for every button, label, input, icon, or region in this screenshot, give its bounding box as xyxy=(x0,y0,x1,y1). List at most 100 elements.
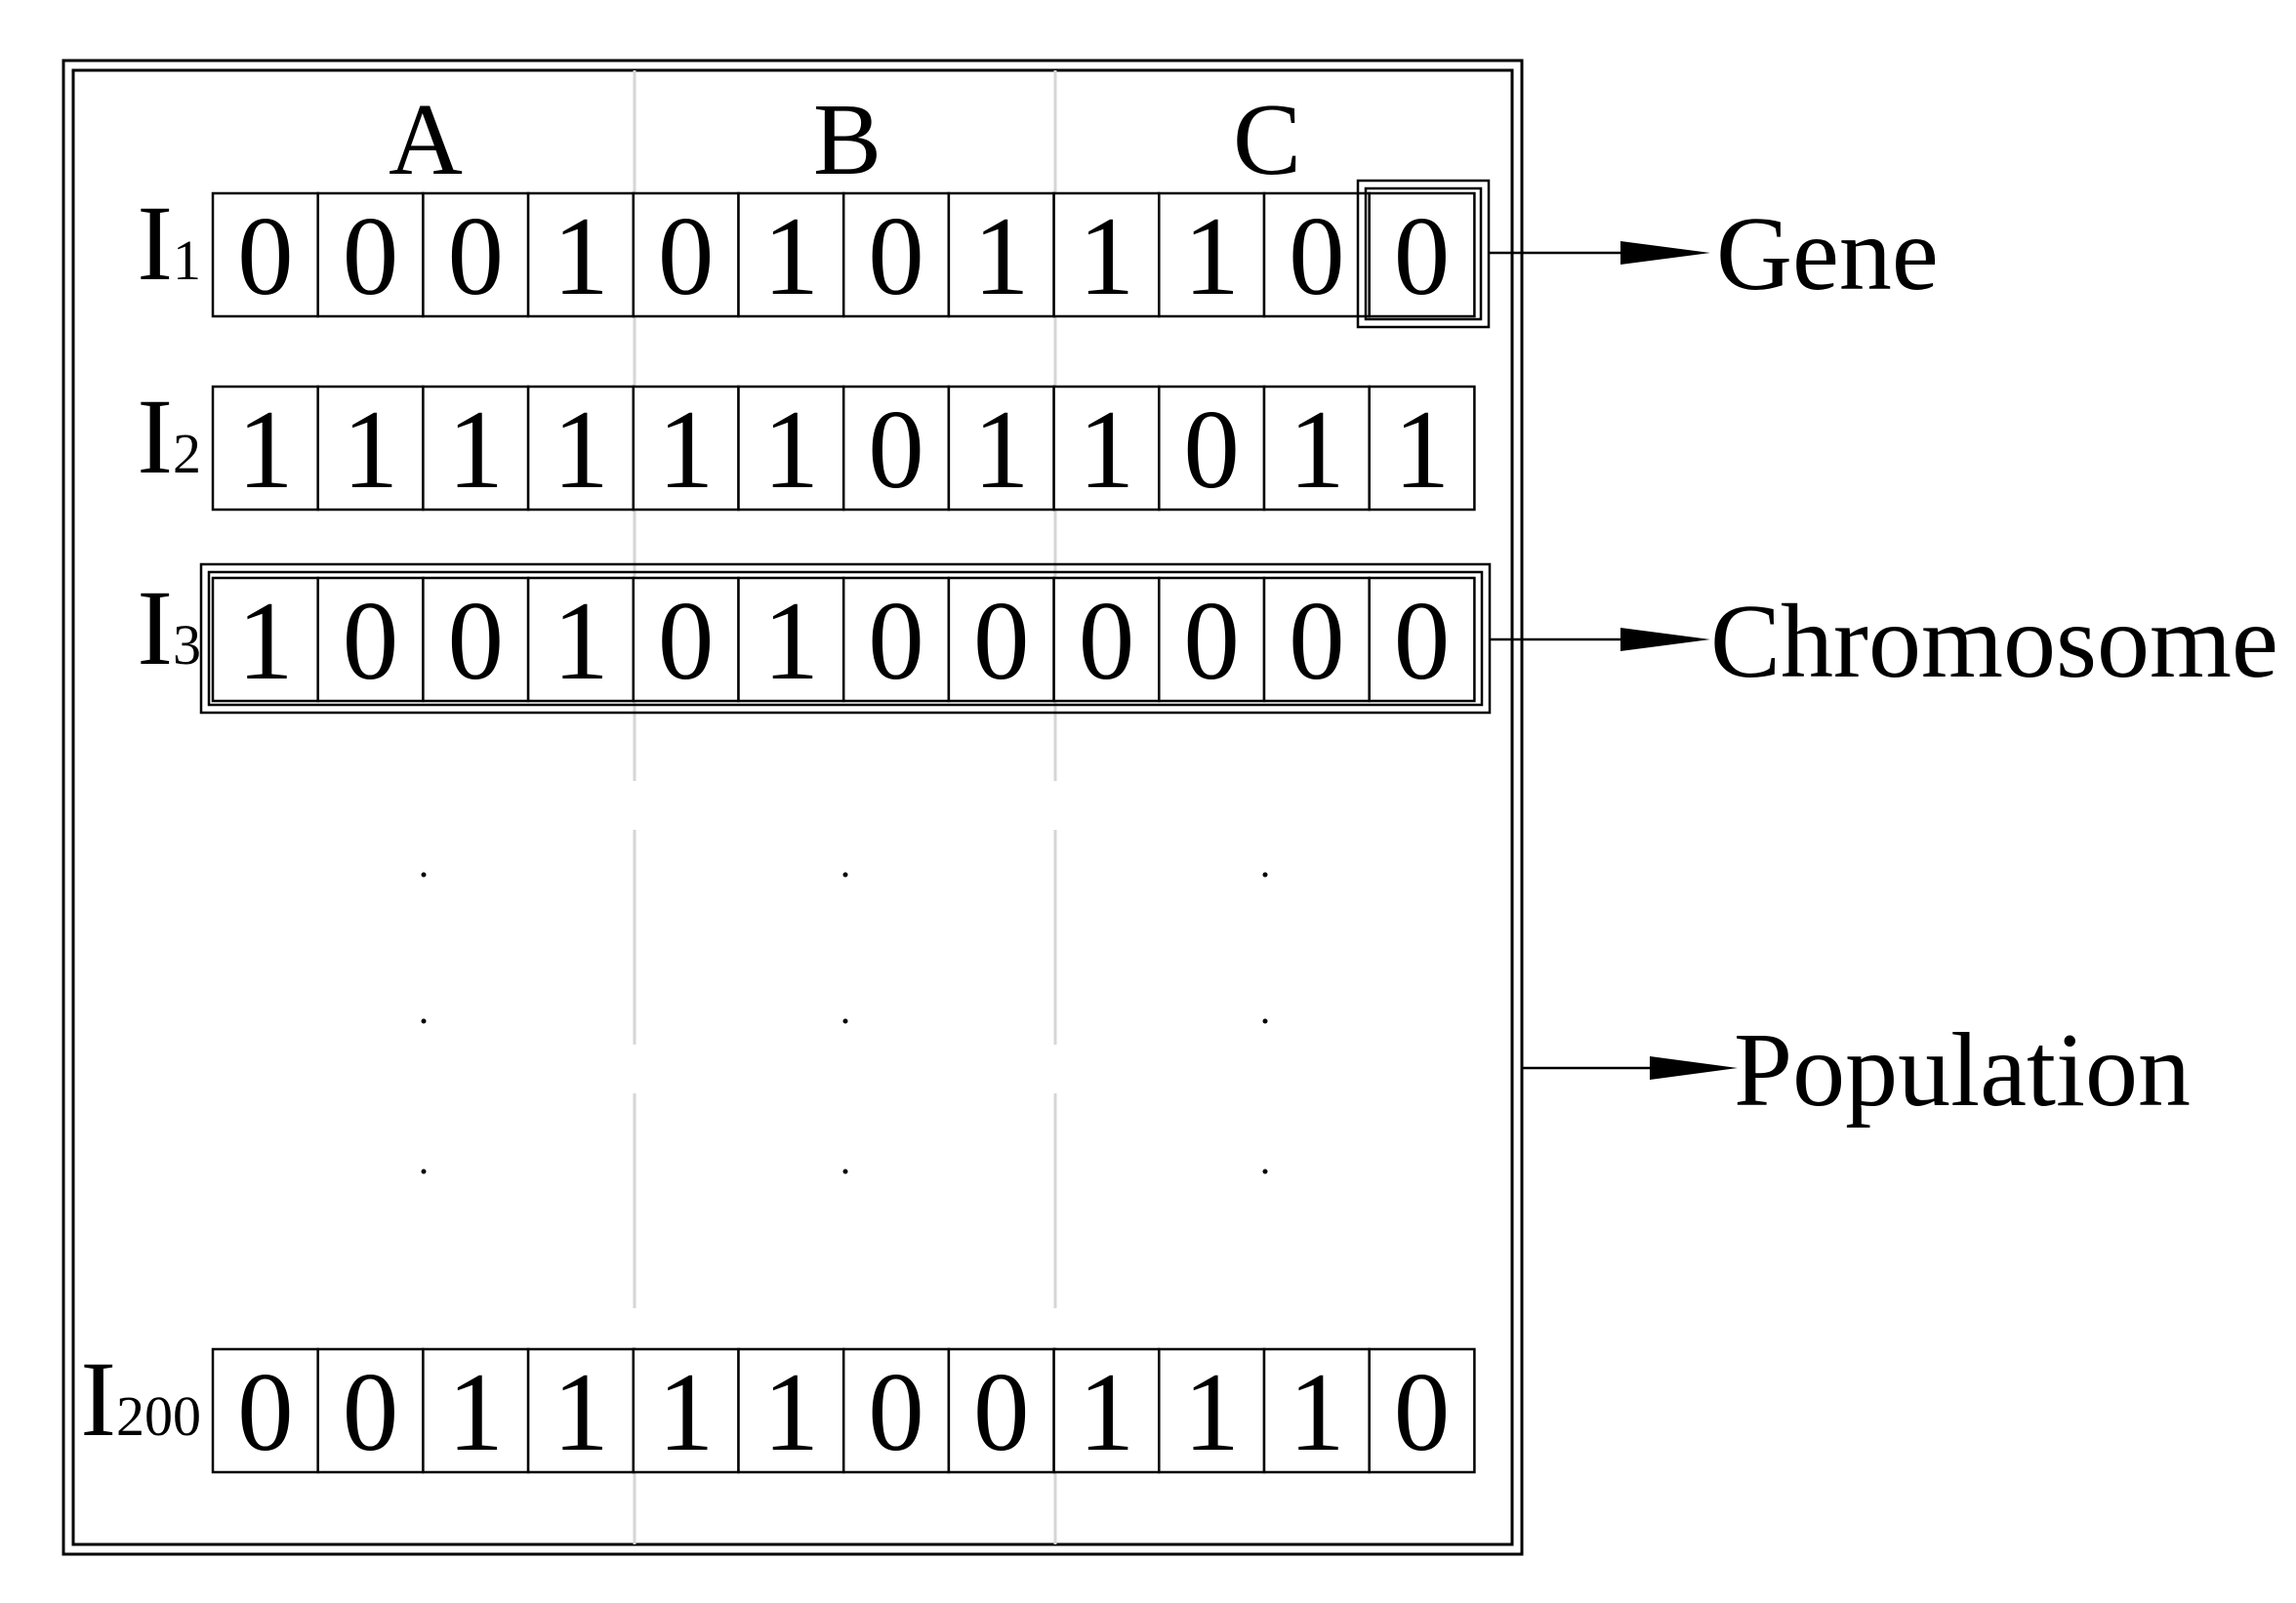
column-header-b: B xyxy=(813,82,882,196)
gene-bit: 1 xyxy=(658,388,715,512)
chromosome-highlight-inner xyxy=(207,570,1484,707)
row-label-letter: I xyxy=(80,1339,116,1459)
gene-cell xyxy=(1158,1347,1266,1474)
gene-arrow-head xyxy=(1620,241,1710,265)
chromosome-arrow-head xyxy=(1620,628,1710,651)
gene-bit: 1 xyxy=(763,194,820,318)
gene-bit: 0 xyxy=(1289,194,1345,318)
gene-bit: 1 xyxy=(1289,388,1345,512)
gene-bit: 1 xyxy=(1183,194,1240,318)
gene-cell xyxy=(1158,191,1266,318)
gene-cell xyxy=(632,576,740,703)
gene-cell xyxy=(841,1347,951,1474)
row-label: I2 xyxy=(137,377,201,496)
population-frame-outer xyxy=(62,59,1524,1556)
row-label-letter: I xyxy=(137,377,173,496)
gene-cell xyxy=(316,1347,425,1474)
gene-bit: 1 xyxy=(658,1350,715,1474)
row-label: I3 xyxy=(137,568,201,687)
gene-cell xyxy=(211,385,319,512)
gene-bit: 0 xyxy=(1289,579,1345,703)
ellipsis-dot xyxy=(1262,1169,1268,1174)
gene-cell xyxy=(422,1347,530,1474)
row-label: I1 xyxy=(137,184,201,303)
gene-cell xyxy=(1158,385,1266,512)
gene-bit: 1 xyxy=(343,388,399,512)
gene-bit: 0 xyxy=(973,1350,1030,1474)
gene-bit: 0 xyxy=(868,579,924,703)
gene-cell xyxy=(632,191,740,318)
gene-bit: 0 xyxy=(868,388,924,512)
gene-cell xyxy=(737,576,845,703)
gene-bit: 1 xyxy=(237,388,294,512)
gene-bit: 1 xyxy=(553,1350,609,1474)
gene-cell xyxy=(211,191,319,318)
gene-bit: 1 xyxy=(763,388,820,512)
gene-cell xyxy=(1052,385,1161,512)
population-callout: Population xyxy=(1522,1012,2191,1129)
gene-cell xyxy=(1158,576,1266,703)
gene-bit: 0 xyxy=(1394,1350,1451,1474)
gene-cell xyxy=(316,191,425,318)
gene-bit: 0 xyxy=(1183,388,1240,512)
ellipsis-dot xyxy=(842,872,848,878)
gene-bit: 1 xyxy=(553,579,609,703)
row-label-letter: I xyxy=(137,184,173,303)
ellipsis-dot xyxy=(1262,1018,1268,1024)
row-label: I200 xyxy=(80,1339,201,1459)
row-label-index: 1 xyxy=(173,228,201,292)
gene-cell xyxy=(1052,191,1161,318)
chromosome-callout: Chromosome xyxy=(1490,584,2278,700)
gene-bit: 1 xyxy=(237,579,294,703)
gene-bit: 1 xyxy=(553,194,609,318)
gene-highlight-inner xyxy=(1364,186,1483,321)
gene-bit: 1 xyxy=(763,1350,820,1474)
gene-bit: 1 xyxy=(1289,1350,1345,1474)
gene-bit: 0 xyxy=(237,194,294,318)
row-label-letter: I xyxy=(137,568,173,687)
ellipsis-dot xyxy=(1262,872,1268,878)
row-label-index: 200 xyxy=(116,1384,201,1448)
gene-cell xyxy=(947,1347,1055,1474)
population-label: Population xyxy=(1734,1012,2191,1129)
gene-bit: 1 xyxy=(1079,194,1135,318)
gene-cell xyxy=(526,385,636,512)
ellipsis-dot xyxy=(842,1018,848,1024)
gene-bit: 1 xyxy=(1394,388,1451,512)
gene-cell xyxy=(526,1347,636,1474)
gene-bit: 0 xyxy=(658,194,715,318)
gene-cell xyxy=(1368,1347,1476,1474)
gene-cell xyxy=(526,191,636,318)
gene-cell xyxy=(841,576,951,703)
gene-cell xyxy=(947,385,1055,512)
gene-bit: 0 xyxy=(868,194,924,318)
gene-cell xyxy=(737,385,845,512)
ellipsis-dot xyxy=(421,1018,427,1024)
gene-bit: 0 xyxy=(658,579,715,703)
gene-bit: 0 xyxy=(1394,579,1451,703)
row-label-index: 2 xyxy=(173,422,201,485)
gene-bit: 0 xyxy=(343,579,399,703)
column-header-c: C xyxy=(1233,82,1301,196)
gene-bit: 0 xyxy=(343,194,399,318)
gene-bit: 1 xyxy=(448,388,505,512)
ellipsis-dot xyxy=(842,1169,848,1174)
row-label-index: 3 xyxy=(173,613,201,677)
gene-cell xyxy=(1368,576,1476,703)
gene-bit: 0 xyxy=(973,579,1030,703)
gene-cell xyxy=(841,385,951,512)
gene-bit: 0 xyxy=(448,579,505,703)
population-frame-inner xyxy=(71,68,1514,1546)
gene-bit: 1 xyxy=(1183,1350,1240,1474)
gene-bit: 1 xyxy=(973,388,1030,512)
gene-callout: Gene xyxy=(1489,196,1939,312)
gene-bit: 0 xyxy=(448,194,505,318)
gene-bit: 1 xyxy=(448,1350,505,1474)
ellipsis-dots xyxy=(421,872,1268,1174)
gene-bit: 0 xyxy=(343,1350,399,1474)
column-header-a: A xyxy=(389,82,463,196)
